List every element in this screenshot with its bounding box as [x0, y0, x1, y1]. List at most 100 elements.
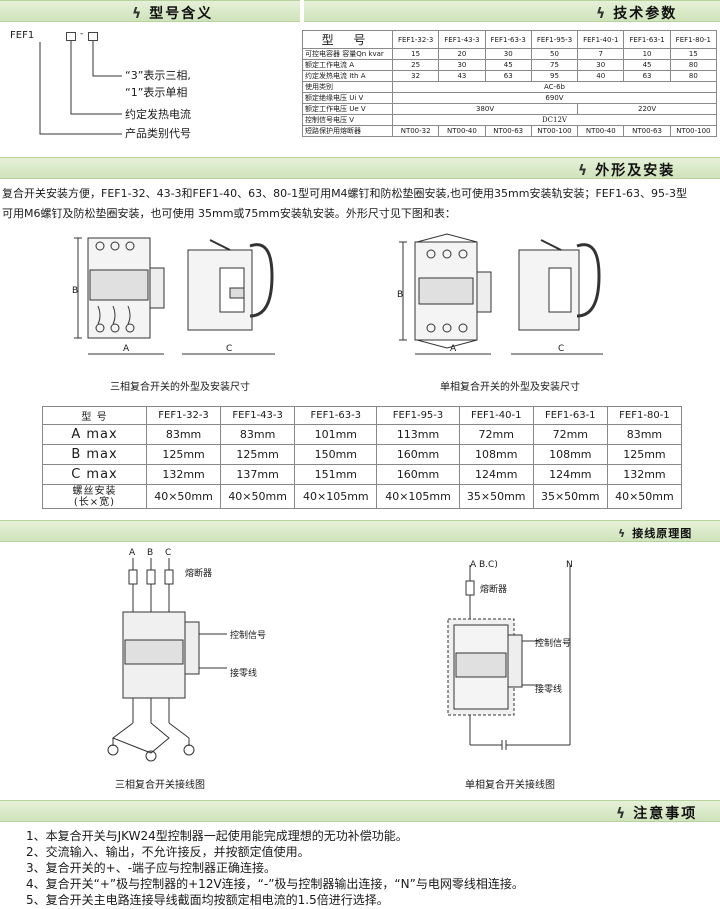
neutral-label: 接零线	[535, 685, 563, 695]
screw-label-1: 螺丝安装	[72, 486, 117, 497]
code-box-1	[66, 32, 76, 41]
dim-row: C max 132mm 137mm 151mm 160mm 124mm 124m…	[42, 464, 683, 485]
dim-table-wrap: 型 号 FEF1-32-3 FEF1-43-3 FEF1-63-3 FEF1-9…	[42, 406, 683, 509]
spec-cell: 690V	[392, 92, 717, 104]
spec-row-label: 额定绝缘电压 Ui V	[302, 92, 393, 104]
dim-cell: 40×50mm	[145, 484, 222, 509]
spec-cell: DC12V	[392, 114, 717, 126]
spec-cell: 380V	[391, 103, 579, 115]
spec-cell: NT00-40	[438, 125, 486, 137]
spec-cell: AC-6b	[392, 81, 717, 93]
dim-cell: 101mm	[294, 424, 378, 445]
dim-row: B max 125mm 125mm 150mm 160mm 108mm 108m…	[42, 444, 683, 465]
spec-cell: 50	[530, 48, 579, 60]
dim-cell: 40×50mm	[220, 484, 296, 509]
spec-cell: 63	[484, 70, 532, 82]
dim-cell: 160mm	[376, 464, 460, 485]
spec-cell: 75	[530, 59, 579, 71]
dim-cell: 40×105mm	[294, 484, 378, 509]
dim-cell: 40×50mm	[606, 484, 683, 509]
spec-cell: 25	[391, 59, 440, 71]
spec-cell: 45	[623, 59, 671, 71]
spec-cell: 30	[438, 59, 486, 71]
dim-row-label: C max	[42, 464, 147, 485]
spec-cell: 43	[438, 70, 486, 82]
dim-cell: 83mm	[145, 424, 222, 445]
single-phase-outline-figure	[399, 233, 603, 355]
bolt-icon: ϟ	[596, 6, 608, 22]
dim-cell: 108mm	[458, 444, 534, 465]
spec-header-label: 型 号	[302, 30, 393, 49]
bolt-icon: ϟ	[618, 527, 627, 540]
three-phase-wiring-caption: 三相复合开关接线图	[115, 780, 205, 791]
phase-label-c: C	[165, 548, 172, 558]
spec-header-row: 型 号 FEF1-32-3 FEF1-43-3 FEF1-63-3 FEF1-9…	[302, 30, 718, 49]
dim-header-model: FEF1-32-3	[145, 406, 222, 425]
spec-row: 额定绝缘电压 Ui V 690V	[302, 92, 717, 104]
code-box-2	[88, 32, 98, 41]
dim-cell: 72mm	[532, 424, 608, 445]
dim-table: 型 号 FEF1-32-3 FEF1-43-3 FEF1-63-3 FEF1-9…	[42, 406, 683, 509]
spec-cell: 20	[438, 48, 486, 60]
ctrl-signal-label: 控制信号	[535, 639, 572, 649]
n-label: N	[566, 560, 573, 570]
dim-cell: 125mm	[145, 444, 222, 465]
spec-cell: 63	[623, 70, 671, 82]
dim-cell: 113mm	[376, 424, 460, 445]
spec-row-label: 使用类别	[302, 81, 393, 93]
bolt-icon: ϟ	[132, 6, 144, 22]
dim-cell: 137mm	[220, 464, 296, 485]
section-title-wiring: 接线原理图	[632, 527, 693, 540]
dim-header-label: 型 号	[42, 406, 147, 425]
model-prefix: FEF1	[10, 30, 35, 41]
spec-table: 型 号 FEF1-32-3 FEF1-43-3 FEF1-63-3 FEF1-9…	[302, 30, 718, 137]
spec-row: 短路保护用熔断器 NT00-32 NT00-40 NT00-63 NT00-10…	[302, 125, 718, 137]
spec-row: 使用类别 AC-6b	[302, 81, 717, 93]
screw-label-2: (长×宽)	[73, 497, 116, 508]
dim-header-model: FEF1-63-1	[532, 406, 608, 425]
spec-cell: 7	[577, 48, 625, 60]
three-phase-outline-caption: 三相复合开关的外型及安装尺寸	[110, 382, 250, 393]
dim-label-a: A	[123, 344, 130, 354]
spec-cell: 32	[391, 70, 440, 82]
section-title-install: 外形及安装	[595, 163, 676, 179]
install-text-2: 可用M6螺钉及防松垫圈安装，也可使用 35mm或75mm安装轨安装。外形尺寸见下…	[2, 207, 456, 220]
three-phase-wiring-figure	[107, 558, 227, 762]
spec-row: 可控电容器 容量Qn kvar 15 20 30 50 7 10 15	[302, 48, 718, 60]
spec-row-label: 额定工作电流 A	[302, 59, 393, 71]
dim-cell: 83mm	[606, 424, 683, 445]
dim-cell: 108mm	[532, 444, 608, 465]
spec-header-model: FEF1-95-3	[530, 30, 579, 49]
spec-cell: NT00-32	[391, 125, 440, 137]
fuse-label: 熔断器	[480, 585, 508, 595]
phase-label-b: B	[147, 548, 154, 558]
dim-header-model: FEF1-63-3	[294, 406, 378, 425]
spec-cell: 220V	[577, 103, 717, 115]
dim-header-model: FEF1-43-3	[220, 406, 296, 425]
dim-row-label: B max	[42, 444, 147, 465]
dim-row-label: 螺丝安装 (长×宽)	[42, 484, 147, 509]
model-code-diagram: FEF1 - “3”表示三相, “1”表示单相 约定发热电流 产品类别代号	[10, 26, 300, 156]
note-item: 5、复合开关主电路连接导线截面均按额定相电流的1.5倍进行选择。	[26, 893, 389, 907]
code-desc-2: “1”表示单相	[125, 86, 188, 99]
spec-cell: 95	[530, 70, 579, 82]
dim-label-a: A	[450, 344, 457, 354]
dim-cell: 150mm	[294, 444, 378, 465]
bolt-icon: ϟ	[616, 806, 628, 822]
dim-label-c: C	[558, 344, 565, 354]
ctrl-signal-label: 控制信号	[230, 631, 267, 641]
spec-cell: 30	[484, 48, 532, 60]
neutral-label: 接零线	[230, 669, 258, 679]
spec-cell: 10	[623, 48, 671, 60]
spec-cell: 40	[577, 70, 625, 82]
spec-row-label: 约定发热电流 Ith A	[302, 70, 393, 82]
dim-header-model: FEF1-95-3	[376, 406, 460, 425]
spec-cell: NT00-63	[484, 125, 532, 137]
three-phase-outline-figure	[74, 237, 275, 355]
section-bar-wiring: ϟ 接线原理图	[0, 520, 720, 542]
spec-row: 约定发热电流 Ith A 32 43 63 95 40 63 80	[302, 70, 718, 82]
spec-row-label: 控制信号电压 V	[302, 114, 393, 126]
spec-cell: 15	[391, 48, 440, 60]
spec-cell: 80	[669, 70, 718, 82]
